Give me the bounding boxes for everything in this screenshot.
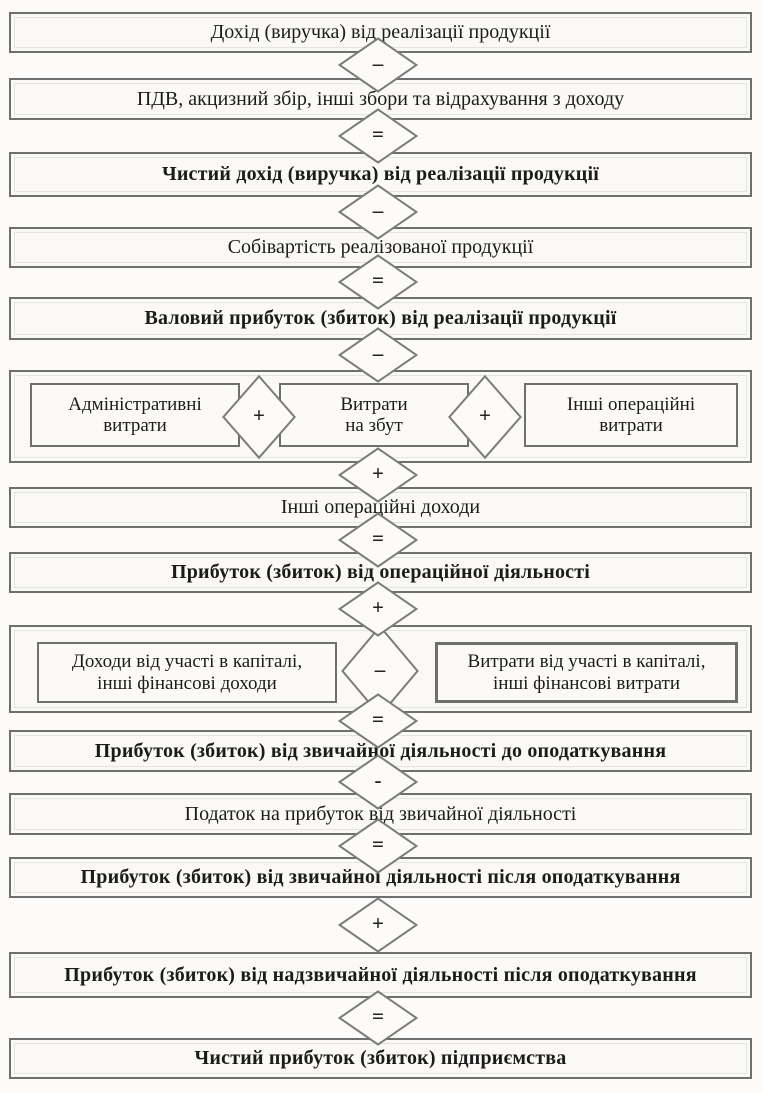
box-income-tax-label: Податок на прибуток від звичайної діяльн… <box>184 802 577 825</box>
box-net-profit: Чистий прибуток (збиток) підприємства <box>9 1038 752 1079</box>
box-profit-before-tax-label: Прибуток (збиток) від звичайної діяльнос… <box>94 739 667 762</box>
box-other-operating-income-label: Інші операційні доходи <box>280 496 481 519</box>
operator-plus-icon: + <box>338 581 418 637</box>
group-capital-finance: Доходи від участі в капіталі, інші фінан… <box>9 625 752 713</box>
box-net-profit-label: Чистий прибуток (збиток) підприємства <box>194 1047 567 1070</box>
operator-equals-icon: = <box>338 108 418 164</box>
box-selling-expenses: Витрати на збут <box>279 383 469 447</box>
operator-equals-icon: = <box>338 990 418 1046</box>
box-extraordinary-profit-label: Прибуток (збиток) від надзвичайної діяль… <box>64 963 697 986</box>
box-cost-of-sales-label: Собівартість реалізованої продукції <box>227 236 534 259</box>
operator-plus-icon: + <box>448 374 522 460</box>
operator-equals-icon: = <box>338 693 418 749</box>
box-admin-expenses: Адміністративні витрати <box>30 383 240 447</box>
box-operating-profit-label: Прибуток (збиток) від операційної діяльн… <box>170 561 591 584</box>
box-other-operating-expenses: Інші операційні витрати <box>524 383 738 447</box>
operator-minus-icon: – <box>338 327 418 383</box>
group-operating-expenses: Адміністративні витрати + Витрати на збу… <box>9 370 752 463</box>
box-capital-expenses: Витрати від участі в капіталі, інші фіна… <box>435 642 738 703</box>
box-gross-profit-label: Валовий прибуток (збиток) від реалізації… <box>144 307 617 330</box>
operator-plus-icon: + <box>222 374 296 460</box>
operator-minus-icon: – <box>338 184 418 240</box>
box-profit-after-tax-label: Прибуток (збиток) від звичайної діяльнос… <box>80 866 681 889</box>
operator-minus-icon: – <box>338 37 418 93</box>
box-vat-deductions-label: ПДВ, акцизний збір, інші збори та відрах… <box>136 87 625 110</box>
box-net-revenue-label: Чистий дохід (виручка) від реалізації пр… <box>161 163 600 186</box>
operator-equals-icon: = <box>338 254 418 310</box>
operator-minus-icon: - <box>338 754 418 810</box>
box-capital-income: Доходи від участі в капіталі, інші фінан… <box>37 642 337 703</box>
operator-equals-icon: = <box>338 512 418 568</box>
box-revenue-label: Дохід (виручка) від реалізації продукції <box>210 21 551 44</box>
operator-plus-icon: + <box>338 897 418 953</box>
operator-equals-icon: = <box>338 818 418 874</box>
operator-plus-icon: + <box>338 447 418 503</box>
